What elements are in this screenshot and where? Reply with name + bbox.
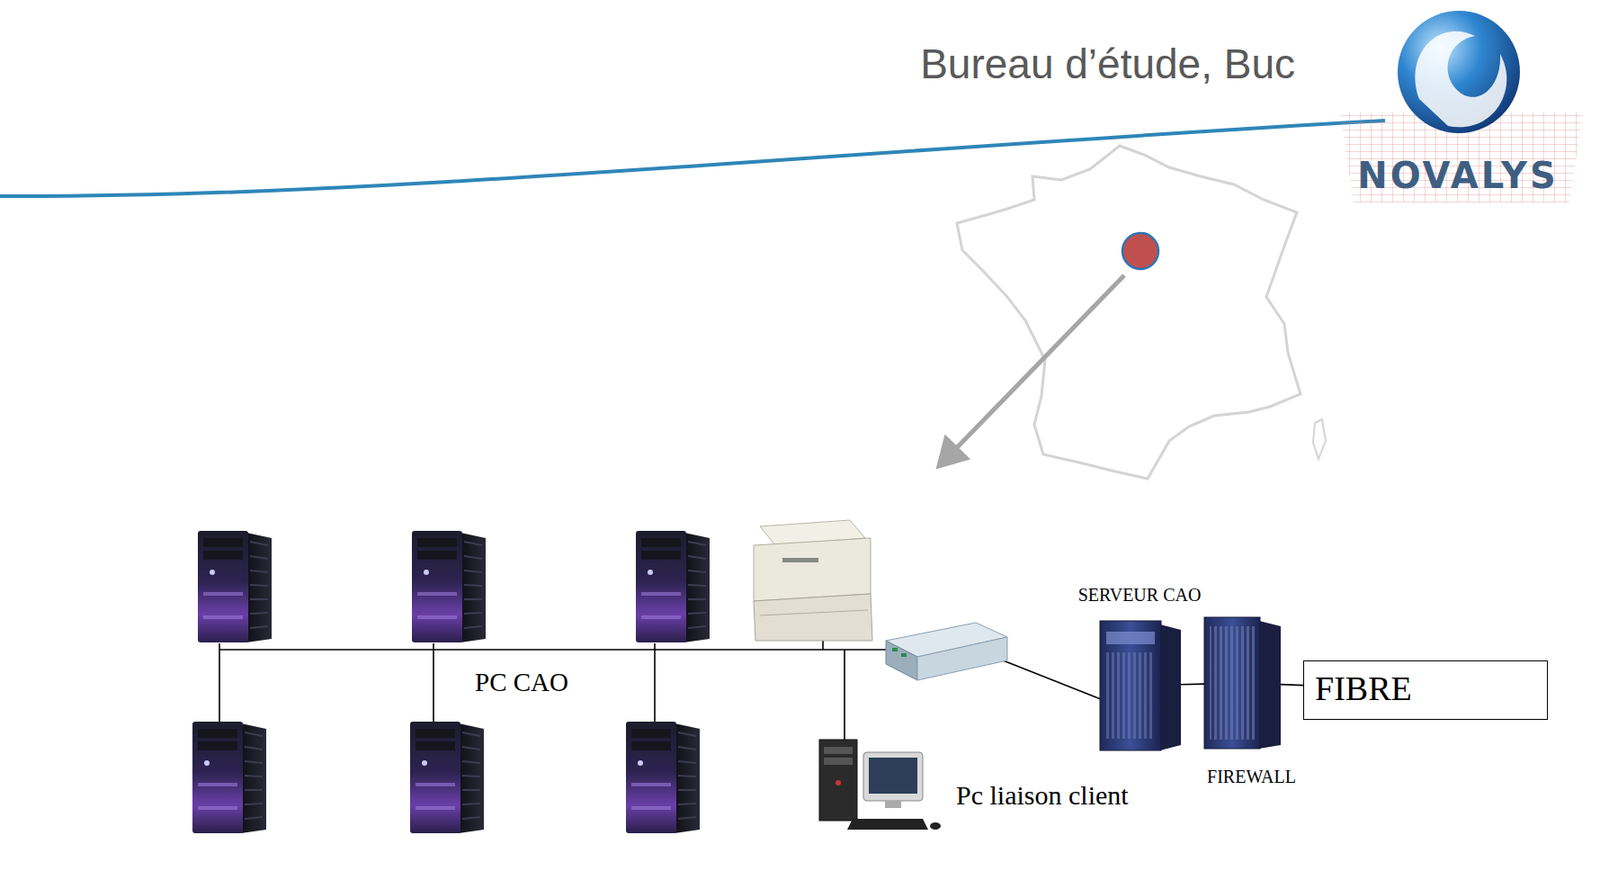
location-arrow <box>938 275 1125 466</box>
pc-tower <box>192 721 267 833</box>
france-map <box>956 145 1301 479</box>
fibre-box: FIBRE <box>1303 660 1548 720</box>
firewall-icon <box>1204 616 1281 749</box>
printer <box>753 519 873 641</box>
server-node: SERVEUR CAO <box>1099 620 1181 751</box>
pc-tower <box>635 530 710 643</box>
node-text: Pc liaison client <box>956 779 1129 812</box>
group-label: PC CAO <box>474 667 569 698</box>
pc-tower <box>625 721 700 833</box>
corsica <box>1313 419 1326 459</box>
firewall-node: FIREWALL <box>1204 616 1281 749</box>
logo-text: NOVALYS <box>1357 154 1559 197</box>
connector <box>1280 683 1304 687</box>
pc-tower <box>197 530 272 643</box>
node-text: FIREWALL <box>1206 766 1297 787</box>
pc-tower <box>411 530 486 643</box>
client-pc-node: Pc liaison client <box>816 734 939 832</box>
client-pc-icon <box>819 739 941 830</box>
title: Bureau d’étude, Buc <box>920 39 1296 89</box>
network-switch <box>885 622 1008 680</box>
node-text: SERVEUR CAO <box>1078 584 1202 606</box>
location-dot <box>1122 232 1159 269</box>
node-text: FIBRE <box>1314 669 1413 709</box>
pc-tower <box>410 721 484 833</box>
server-icon <box>1099 620 1181 751</box>
logo <box>1340 10 1583 203</box>
connector <box>1180 682 1205 685</box>
